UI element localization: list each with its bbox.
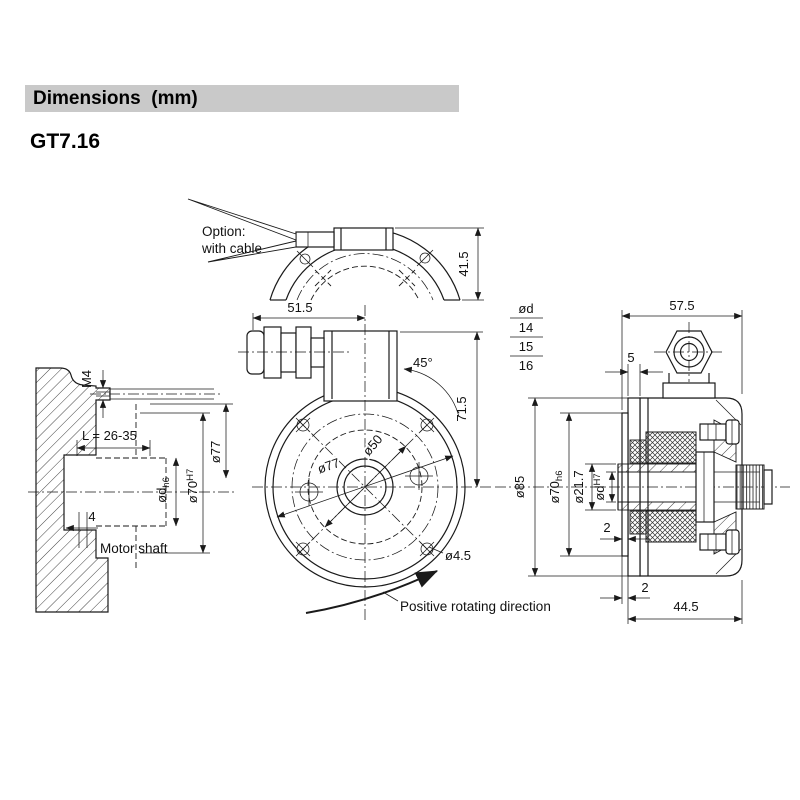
dim-offset-b: 2: [641, 580, 648, 595]
dim-offset-a: 2: [603, 520, 610, 535]
table-header: ød: [518, 301, 533, 316]
page-title: Dimensions (mm): [33, 87, 198, 109]
dim-top-height: 41.5: [456, 251, 471, 276]
shaft-dia-table: ød 14 15 16: [510, 301, 543, 373]
option-label-1: Option:: [202, 224, 246, 239]
dim-step: 4: [88, 509, 95, 524]
clamp-screws: [295, 462, 433, 506]
dim-shaft-od: ø21.7: [571, 470, 586, 503]
flange-screw-holes: [295, 417, 435, 557]
model-title: GT7.16: [30, 130, 101, 153]
front-view: ø77 ø50 45° 71.5 ø4.5 Positive rotating …: [238, 305, 551, 622]
cable-wire-upper: [187, 198, 297, 241]
cable-wire-lower: [207, 240, 297, 263]
cable-gland-top: [295, 231, 335, 248]
section-connector: [654, 322, 724, 399]
dim-housing-dia: ø85: [512, 476, 527, 498]
dim-clamp-circle: ø50: [360, 432, 386, 459]
rotation-arrow: [305, 570, 438, 614]
dim-height: 71.5: [454, 396, 469, 421]
motor-shaft-label: Motor shaft: [100, 541, 168, 556]
dim-angle: 45°: [413, 355, 433, 370]
option-label-2: with cable: [201, 241, 262, 256]
housing-screw-top: [699, 419, 740, 445]
dim-flange-dia: ø77: [208, 441, 223, 463]
dim-bore-dia: ødH7: [592, 473, 607, 500]
table-row: 15: [519, 339, 533, 354]
table-row: 16: [519, 358, 533, 373]
rear-clamp-hub: [735, 464, 773, 510]
dim-width: 51.5: [287, 300, 312, 315]
dim-total-width: 57.5: [669, 298, 694, 313]
table-row: 14: [519, 320, 533, 335]
side-view: M4 L = 26-35 ødh6 ø70H7 ø77 4 Motor shaf…: [28, 367, 235, 613]
housing-screw-bottom: [699, 529, 740, 555]
top-view: Option: with cable 41.5 51.5: [187, 198, 484, 330]
dim-m4: M4: [79, 370, 94, 388]
front-connector-body: [323, 330, 398, 402]
section-view: ød 14 15 16: [495, 298, 790, 624]
dim-bolt-circle: ø77: [316, 455, 342, 476]
dim-spigot-dia: ø70H7: [185, 469, 200, 504]
dim-shaft-dia: ødh6: [154, 477, 172, 503]
top-screw-left: [296, 250, 314, 268]
motor-block: [35, 367, 111, 613]
top-screw-right: [416, 249, 434, 267]
dim-hole: ø4.5: [445, 548, 471, 563]
dim-flange-thk: 5: [627, 350, 634, 365]
dim-spigot-dia2: ø70h6: [547, 471, 565, 504]
spigot: [621, 412, 629, 557]
top-connector-box: [333, 227, 394, 251]
section-header-bar: Dimensions (mm): [25, 85, 459, 112]
dim-shaft-length: L = 26-35: [82, 428, 137, 443]
shaft-collar: [695, 451, 715, 523]
dim-depth: 44.5: [673, 599, 698, 614]
bearings: [629, 431, 697, 543]
front-cable-gland: [238, 326, 350, 379]
rotation-label: Positive rotating direction: [400, 599, 551, 614]
